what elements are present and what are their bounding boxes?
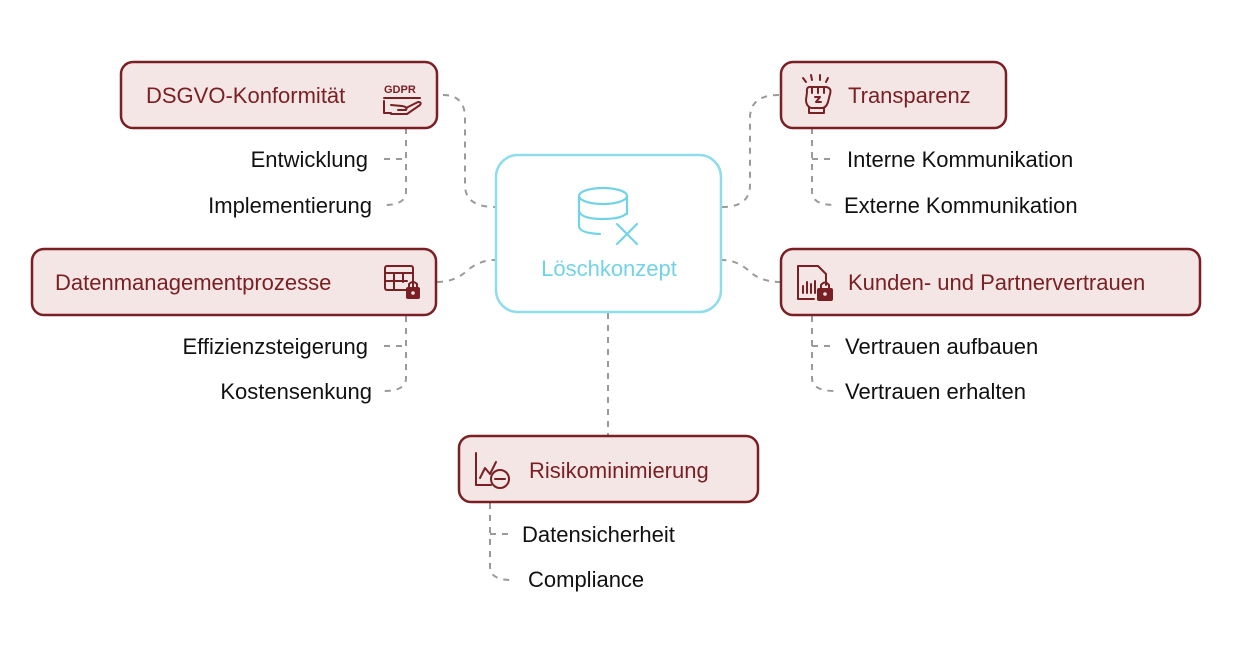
database-delete-icon [577, 186, 639, 246]
branch-transparenz-label: Transparenz [848, 83, 971, 108]
branch-risiko[interactable]: Risikominimierung [457, 434, 760, 504]
branch-transparenz-box [779, 60, 1008, 130]
branch-transparenz[interactable]: Transparenz [779, 60, 1008, 130]
connector-risiko-children [489, 503, 513, 581]
branch-risiko-box [457, 434, 760, 504]
branch-dsgvo-label: DSGVO-Konformität [146, 83, 345, 108]
connectors [383, 94, 836, 581]
connector-kunden [721, 259, 782, 283]
branch-kunden-label: Kunden- und Partnervertrauen [848, 270, 1145, 295]
leaf-kostensenkung: Kostensenkung [220, 379, 372, 404]
branch-kunden-box [779, 247, 1202, 317]
leaf-vertrauen-aufbauen: Vertrauen aufbauen [845, 334, 1038, 359]
fist-icon [802, 74, 832, 114]
connector-daten-children [383, 316, 407, 392]
leaf-interne-kommunikation: Interne Kommunikation [847, 147, 1073, 172]
center-node[interactable]: Löschkonzept [494, 153, 723, 314]
connector-dsgvo [442, 94, 496, 208]
leaf-implementierung: Implementierung [208, 193, 372, 218]
document-chart-lock-icon [797, 265, 833, 301]
connector-dsgvo-children [383, 128, 407, 206]
branch-dsgvo[interactable]: DSGVO-Konformität GDPR [119, 60, 439, 130]
branch-daten-label: Datenmanagementprozesse [55, 270, 331, 295]
branch-kunden[interactable]: Kunden- und Partnervertrauen [779, 247, 1202, 317]
leaf-entwicklung: Entwicklung [251, 147, 368, 172]
connector-daten [436, 259, 496, 283]
connector-transparenz-children [811, 128, 836, 206]
table-lock-icon [384, 265, 420, 299]
leaf-vertrauen-erhalten: Vertrauen erhalten [845, 379, 1026, 404]
leaf-externe-kommunikation: Externe Kommunikation [844, 193, 1078, 218]
connector-transparenz [721, 94, 780, 208]
chart-minus-icon [475, 452, 510, 489]
leaf-datensicherheit: Datensicherheit [522, 522, 675, 547]
branch-dsgvo-box [119, 60, 439, 130]
svg-text:GDPR: GDPR [384, 84, 416, 96]
gdpr-hand-icon: GDPR [383, 84, 422, 115]
branch-daten[interactable]: Datenmanagementprozesse [30, 247, 438, 317]
leaf-compliance: Compliance [528, 567, 644, 592]
center-label: Löschkonzept [541, 256, 677, 281]
leaf-effizienzsteigerung: Effizienzsteigerung [183, 334, 369, 359]
connector-kunden-children [811, 316, 836, 392]
branch-risiko-label: Risikominimierung [529, 458, 709, 483]
branch-daten-box [30, 247, 438, 317]
center-node-box [494, 153, 723, 314]
